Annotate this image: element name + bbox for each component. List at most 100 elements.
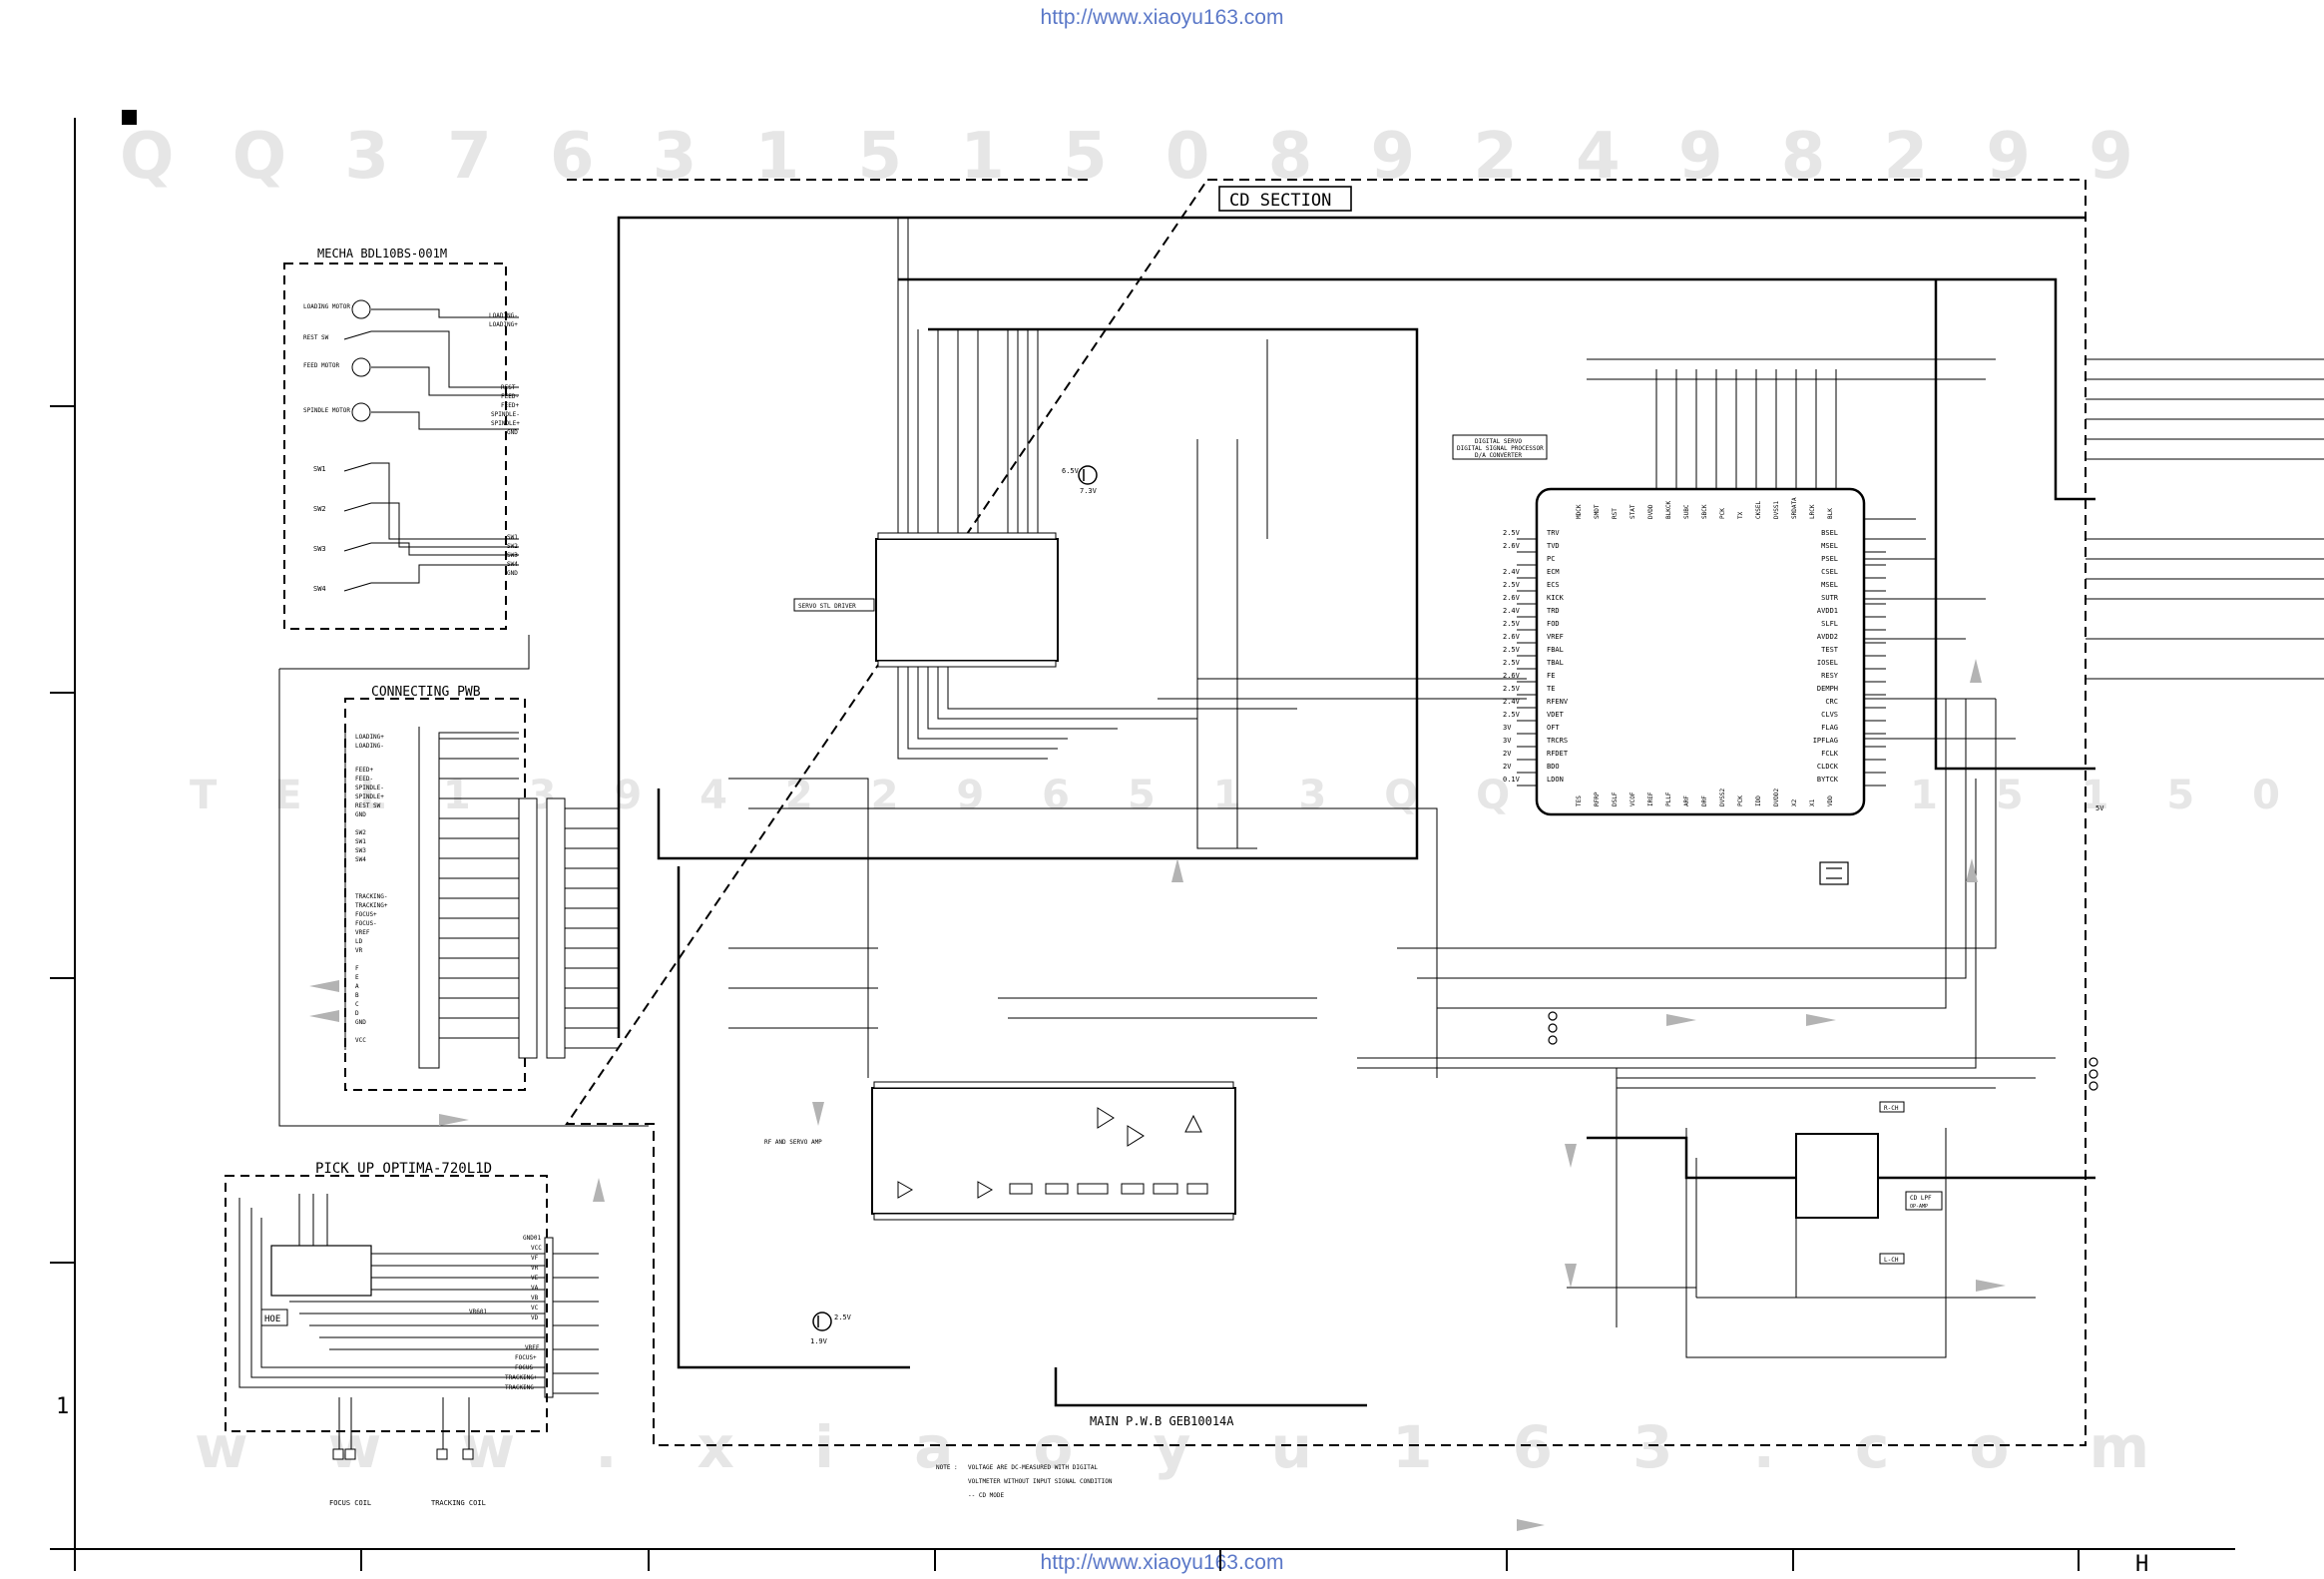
connector-pin: VREF	[355, 929, 370, 936]
voltage-label: 2.5V	[1503, 529, 1521, 537]
dsp-label-1: DIGITAL SERVO	[1475, 438, 1522, 445]
voltage-label: 3V	[1503, 724, 1512, 732]
pickup-title: PICK UP OPTIMA-720L1D	[315, 1161, 492, 1177]
dsp-pin: X2	[1791, 798, 1798, 806]
dsp-pin: SUTR	[1821, 594, 1839, 602]
dsp-chip	[1535, 487, 1866, 816]
dsp-pin: MDCK	[1576, 504, 1583, 519]
connector-pin: SW4	[355, 856, 366, 863]
dsp-pin: AVDD2	[1817, 633, 1838, 641]
transistor-q2	[812, 1312, 832, 1331]
dsp-pin: FE	[1547, 672, 1555, 680]
r-ch-label: R-CH	[1884, 1105, 1899, 1112]
connector-pin: LOADING+	[355, 734, 384, 741]
pickup-pin: VF	[531, 1255, 539, 1262]
voltage-label: 2.4V	[1503, 607, 1521, 615]
pickup-wiring	[238, 1194, 599, 1449]
mecha-components	[343, 299, 519, 592]
mecha-net: SW4	[507, 561, 518, 568]
dsp-pin: PSEL	[1821, 555, 1838, 563]
connector-pin: FOCUS+	[355, 911, 377, 918]
connector-block	[518, 797, 566, 1059]
pickup-pin: GND01	[523, 1235, 541, 1242]
connecting-pwb-title: CONNECTING PWB	[371, 685, 481, 700]
mecha-title: MECHA BDL10BS-001M	[317, 247, 447, 261]
connector-pin: SPINDLE-	[355, 785, 384, 791]
dsp-pin: PLLF	[1665, 791, 1672, 806]
signal-flow-arrows	[309, 659, 2006, 1531]
voltage-label: 3V	[1503, 737, 1512, 745]
connector-pin: SW2	[355, 829, 366, 836]
dsp-pin: IPFLAG	[1813, 737, 1838, 745]
lpf-label-box	[1905, 1191, 1943, 1211]
q2b-voltage: 1.9V	[810, 1337, 828, 1345]
mecha-label-sw4: SW4	[313, 585, 326, 593]
dsp-pin: DEMPH	[1817, 685, 1838, 693]
connector-pin: FEED-	[355, 776, 373, 783]
servo-driver-tag	[793, 598, 875, 612]
connector-pin: SPINDLE+	[355, 793, 384, 800]
dsp-pin: LDON	[1547, 776, 1564, 784]
crystal-oscillator	[1819, 861, 1849, 885]
dsp-pin: MSEL	[1821, 542, 1838, 550]
connector-pin: F	[355, 965, 359, 972]
mecha-net: LOADING+	[489, 321, 518, 328]
dsp-pin: VDD	[1827, 795, 1834, 806]
dsp-pin: VCOF	[1629, 791, 1636, 806]
pickup-pin: VA	[531, 1285, 539, 1292]
dsp-pin: SRDATA	[1791, 497, 1798, 519]
dsp-right-pins: BSEL MSEL PSEL CSEL MSEL SUTR AVDD1 SLFL…	[1813, 529, 1839, 784]
pickup-pin: VD	[531, 1315, 539, 1321]
dsp-pin: CSEL	[1821, 568, 1838, 576]
connector-pin: LOADING-	[355, 743, 384, 750]
watermark-middle: T E L 1 3 9 4 2 2 9 6 5 1 3 Q Q 3 7 6 3 …	[190, 773, 2324, 818]
voltage-label: 2.6V	[1503, 633, 1521, 641]
connector-pin: B	[355, 992, 359, 999]
dsp-pin: STAT	[1629, 504, 1636, 519]
pickup-pin: VC	[531, 1305, 539, 1312]
connector-pin: SW1	[355, 838, 366, 845]
dsp-tag	[1452, 434, 1548, 460]
mecha-label-feed: FEED MOTOR	[303, 362, 340, 369]
dsp-pin: SMDT	[1594, 504, 1601, 519]
dsp-pin: TE	[1547, 685, 1555, 693]
dsp-top-pins: MDCK SMDT RST STAT DVDD BLKCK SUBC SBCK …	[1576, 497, 1834, 519]
dsp-pin: SLFL	[1821, 620, 1838, 628]
section-marker-square	[122, 110, 137, 125]
servo-driver-pins	[877, 532, 1057, 668]
connector-pin: D	[355, 1010, 359, 1017]
pickup-block	[225, 1175, 548, 1432]
dsp-pin: RFRP	[1594, 791, 1601, 806]
pickup-coil-terminals	[332, 1448, 474, 1460]
connector-pin: FOCUS-	[355, 920, 377, 927]
connector-pin: SW3	[355, 847, 366, 854]
watermark-bottom: w w w . x i a o y u 1 6 3 . c o m	[195, 1413, 2179, 1481]
dsp-pin: RESY	[1821, 672, 1839, 680]
dsp-pin: CKSEL	[1755, 501, 1762, 519]
dsp-pin: CLVS	[1821, 711, 1838, 719]
connector-pin: GND	[355, 811, 366, 818]
dsp-bottom-pins: TES RFRP DSLF VCOF IREF PLLF ARF DRF DVS…	[1576, 789, 1834, 806]
dsp-pin: LRCK	[1809, 504, 1816, 519]
dsp-pin: DVSS2	[1719, 789, 1726, 806]
dsp-pin: FLAG	[1821, 724, 1838, 732]
mecha-block	[283, 263, 507, 630]
pickup-pin: VB	[531, 1295, 539, 1302]
lpf-sublabel: OP-AMP	[1910, 1204, 1928, 1210]
mecha-net: FEED+	[501, 402, 519, 409]
pickup-hoe-label: HOE	[264, 1315, 280, 1324]
dsp-pin: CRC	[1825, 698, 1838, 706]
connector-pin: GND	[355, 1019, 366, 1026]
connector-pin: VCC	[355, 1037, 366, 1044]
rf-amp-pins	[873, 1081, 1234, 1221]
mecha-net: GND	[507, 429, 518, 436]
dsp-pin: TRD	[1547, 607, 1560, 615]
voltage-label: 2.5V	[1503, 659, 1521, 667]
mecha-net: SW1	[507, 534, 518, 541]
rf-servo-amp-chip	[871, 1087, 1236, 1215]
pickup-vr-label: VR601	[469, 1309, 487, 1316]
dsp-pin: PCK	[1737, 795, 1744, 806]
main-pwb-label: MAIN P.W.B GEB10014A	[1090, 1414, 1234, 1428]
pickup-pin: FOCUS+	[515, 1354, 537, 1361]
